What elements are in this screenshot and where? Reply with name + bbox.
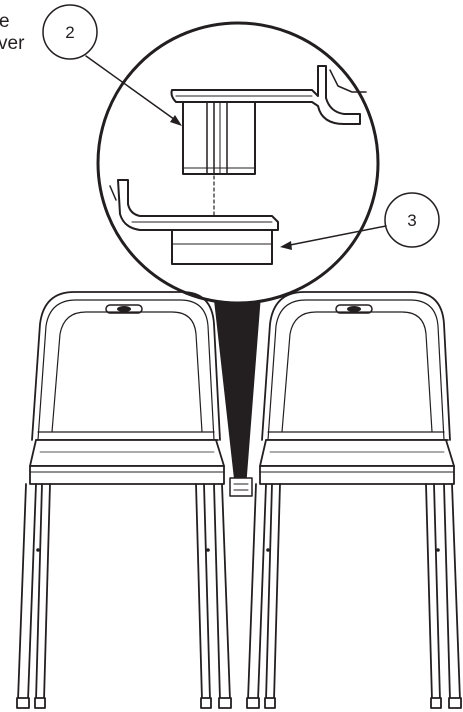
- callout-2: 2: [42, 4, 182, 126]
- cut-off-text-line-1: e: [0, 11, 10, 32]
- left-chair-front-right-leg: [213, 483, 231, 701]
- upper-link-plate: [170, 65, 367, 125]
- right-chair-rear-left-leg: [265, 483, 281, 701]
- callout-2-label: 2: [65, 23, 74, 42]
- left-chair-rear-right-leg: [195, 483, 211, 701]
- connector-peg: [182, 101, 256, 175]
- callout-3: 3: [280, 192, 440, 250]
- left-chair-seat: [29, 439, 225, 467]
- right-chair-back-panel: [281, 311, 433, 433]
- left-chair-rear-left-leg: [35, 483, 51, 701]
- cut-off-text-line-2: ver: [0, 33, 25, 54]
- right-chair-rear-right-leg: [425, 483, 441, 701]
- right-chair-handle-slot: [335, 304, 373, 314]
- right-chair-front-left-leg: [247, 483, 267, 701]
- left-chair-back-panel: [51, 311, 203, 433]
- left-chair: [16, 291, 232, 709]
- callout-3-leader: [284, 225, 387, 247]
- right-chair-back-frame: [261, 291, 451, 441]
- right-chair: [246, 291, 462, 709]
- callout-2-arrowhead: [170, 115, 182, 126]
- magnifier-pointer: [212, 282, 262, 488]
- chair-link-connector: [229, 477, 253, 497]
- right-chair-seat: [259, 439, 455, 467]
- callout-2-circle: [42, 4, 98, 60]
- right-chair-front-right-leg: [443, 483, 461, 701]
- callout-3-arrowhead: [280, 241, 292, 250]
- callout-3-circle: [384, 192, 440, 248]
- left-chair-front-left-leg: [17, 483, 37, 701]
- receiving-socket: [171, 229, 273, 265]
- detail-magnifier: [96, 21, 380, 305]
- callout-3-label: 3: [407, 211, 416, 230]
- callout-2-leader: [85, 55, 179, 123]
- lower-chair-frame: [109, 179, 279, 231]
- left-chair-handle-slot: [105, 304, 143, 314]
- left-chair-back-frame: [31, 291, 221, 441]
